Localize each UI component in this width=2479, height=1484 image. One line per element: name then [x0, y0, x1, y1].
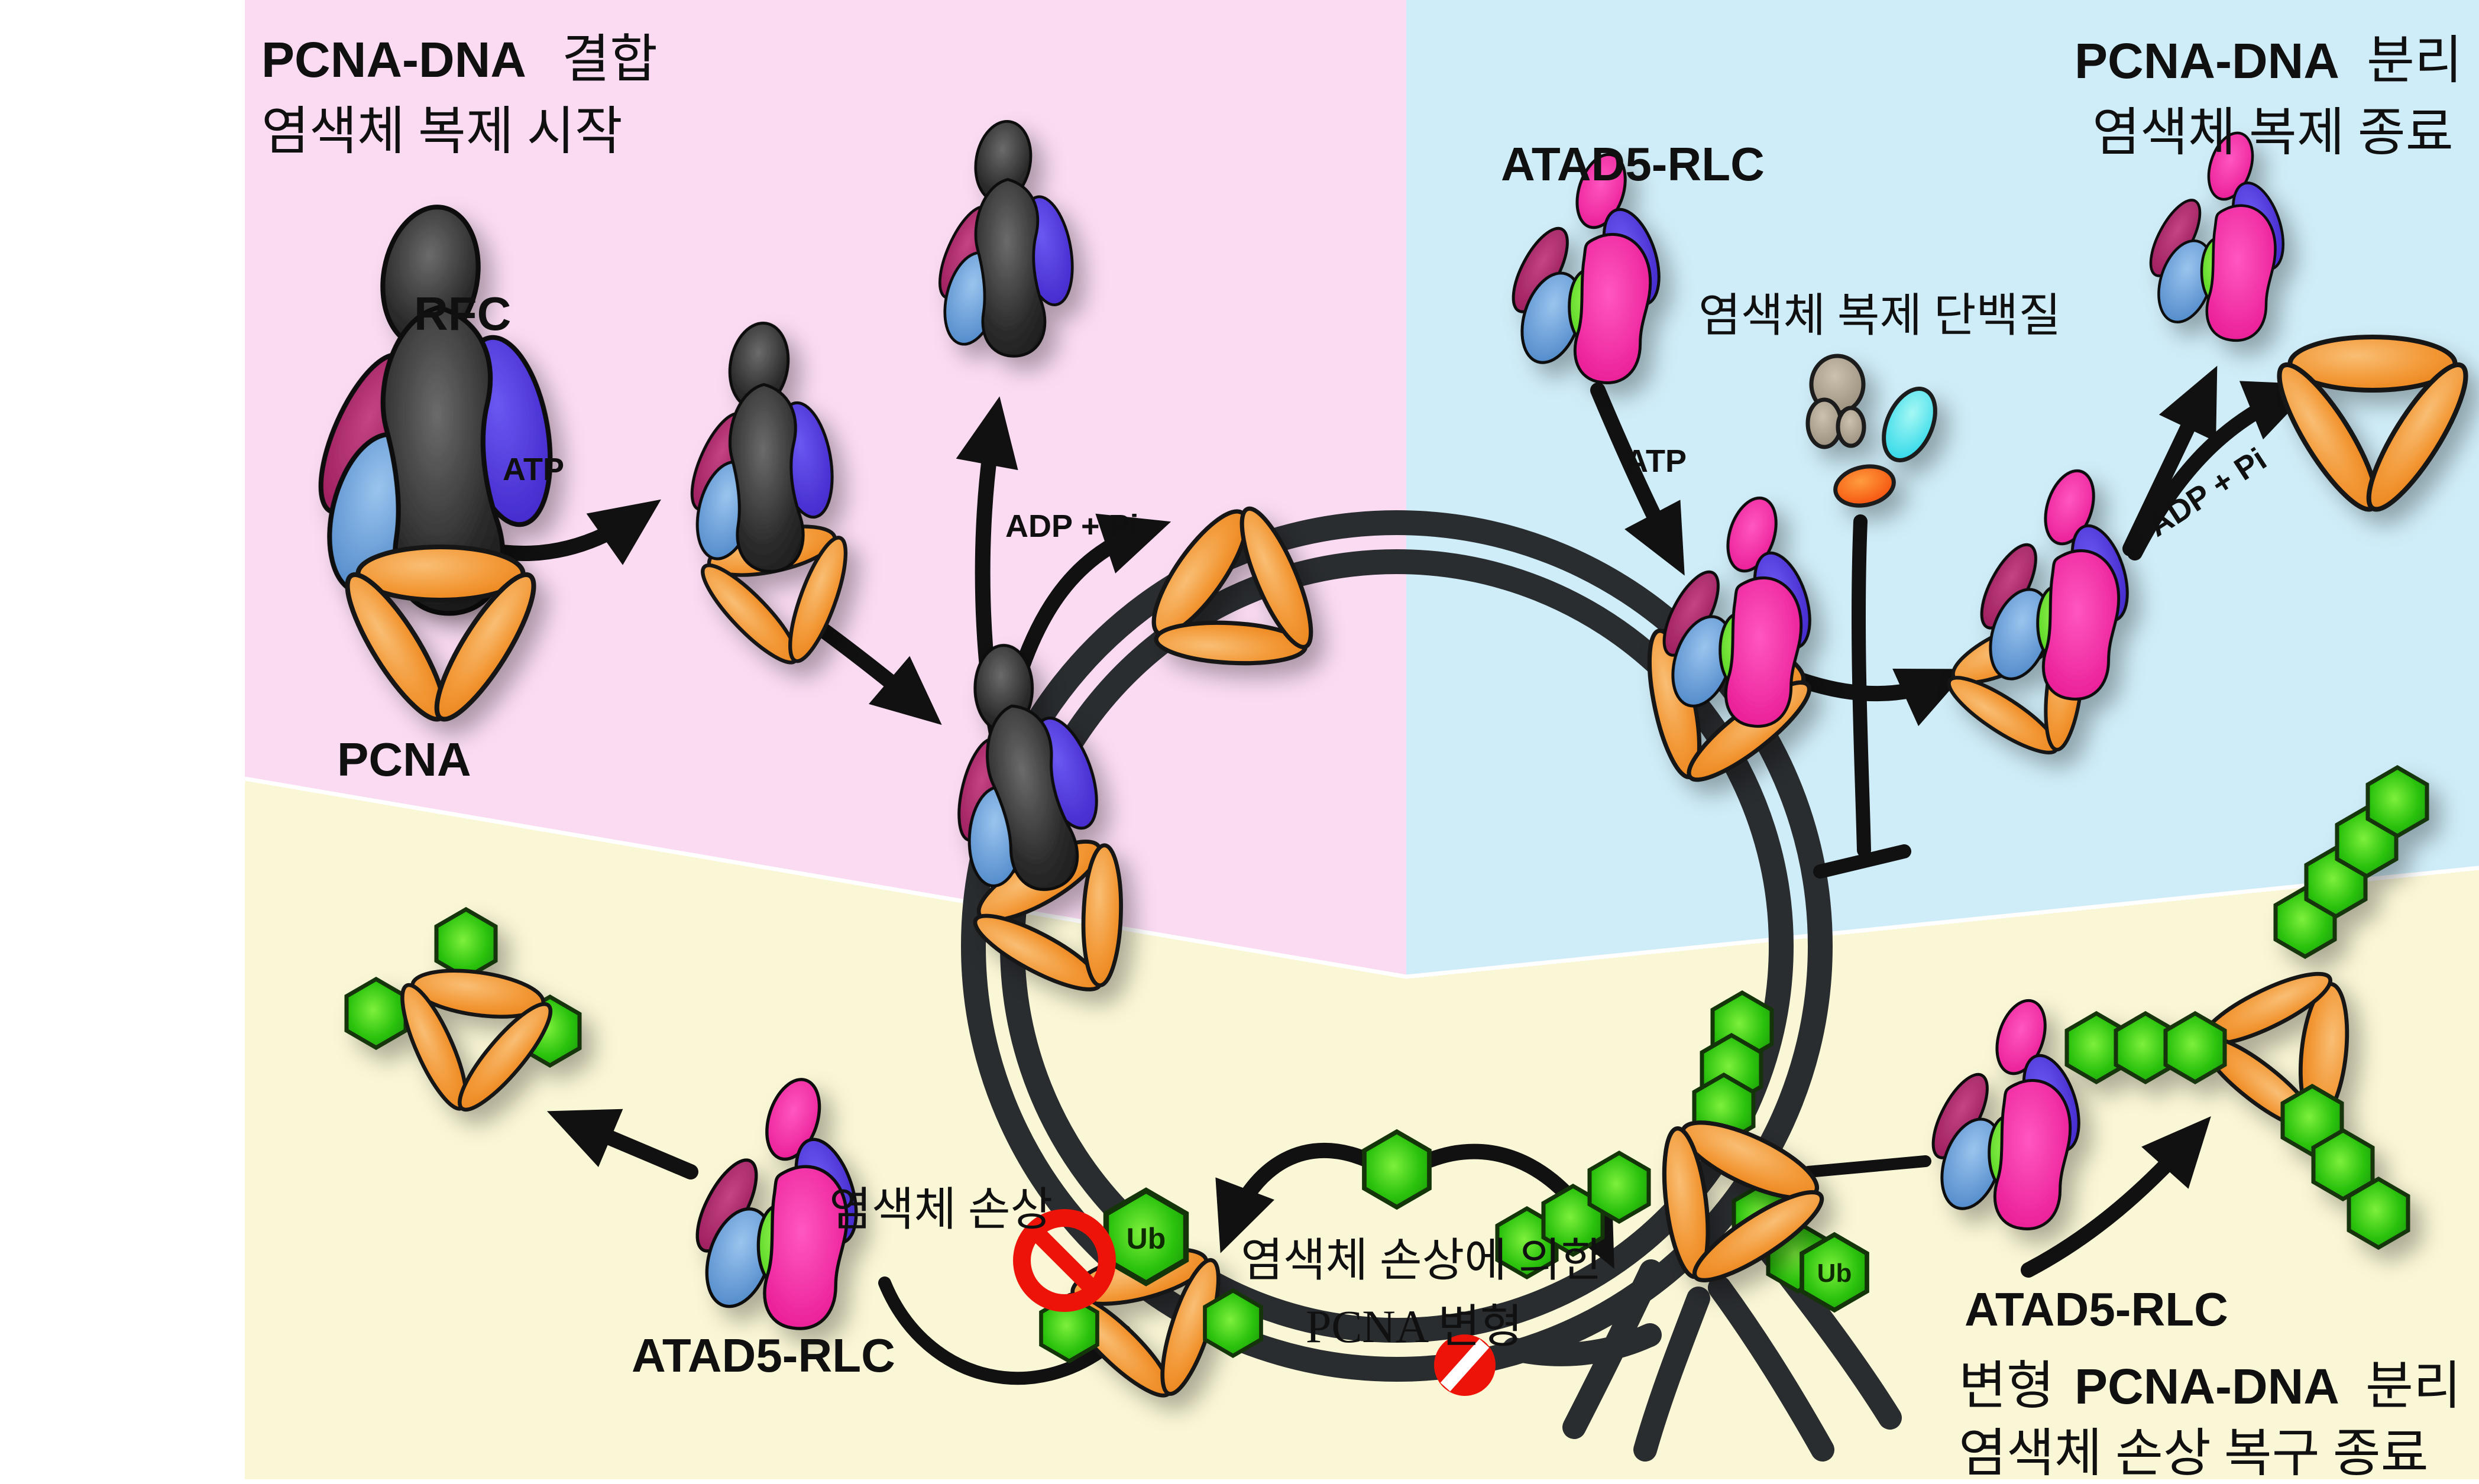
inhibition-line [1851, 514, 1871, 857]
subtitle-repair: 염색체 손상 복구 종료 [1959, 1425, 2429, 1483]
damage-modification-line1: 염색체 손상에 의한 [1241, 1234, 1603, 1286]
hexagon [436, 909, 496, 978]
damage-hexagon-center [1364, 1132, 1429, 1207]
arrow-damage-left [1215, 1142, 1375, 1253]
arrow-modified-pcna-released-left [546, 1109, 698, 1180]
replication-proteins-label: 염색체 복제 단백질 [1698, 290, 2061, 341]
ub-hexagon-left: Ub [1106, 1191, 1186, 1284]
inhibition-bar [1813, 844, 1911, 879]
ub-hexagon-right: Ub [1802, 1234, 1867, 1310]
cyan-protein [1882, 387, 1937, 462]
arrow-loading-onto-dna [801, 612, 942, 725]
hexagon [2349, 1179, 2408, 1248]
arrow-modified-pcna-released-right [2021, 1116, 2211, 1278]
chromosomal-dna-circle [961, 510, 1902, 1462]
adp-pi-label-left: ADP + Pi [1005, 508, 1139, 544]
title-repair-ko: 분리 [2365, 1358, 2461, 1415]
title-binding-ko: 결합 [562, 31, 658, 89]
region-seam [244, 776, 2479, 979]
rfc-label: RFC [414, 287, 511, 340]
title-binding-latin: PCNA-DNA [261, 32, 526, 88]
hexagon [2166, 1013, 2225, 1082]
hexagon [2368, 767, 2427, 836]
connector-modclamp-atad5 [1802, 1155, 1931, 1178]
arrow-unloading [1793, 668, 1969, 727]
arrow-atad5-recycle [2122, 365, 2218, 556]
hexagon [1590, 1153, 1649, 1221]
section-titles: PCNA-DNA 결합 염색체 복제 시작 PCNA-DNA 분리 염색체 복제… [261, 31, 2462, 1483]
atad5-label-top: ATAD5-RLC [1501, 138, 1765, 190]
title-unloading-ko: 분리 [2367, 33, 2462, 90]
replication-proteins-cluster [1805, 354, 1937, 508]
subtitle-binding: 염색체 복제 시작 [261, 103, 623, 161]
title-repair-prefix: 변형 [1959, 1358, 2054, 1415]
connector-ubpcna-atad5 [878, 1276, 1131, 1385]
damage-modification-line2: PCNA 변형 [1306, 1301, 1523, 1352]
pcna-label: PCNA [337, 733, 471, 786]
gray-protein-small-1 [1805, 397, 1843, 449]
atad5-label-bottom-right: ATAD5-RLC [1965, 1283, 2228, 1336]
title-repair-latin: PCNA-DNA [2075, 1359, 2339, 1414]
orange-protein [1833, 464, 1896, 508]
gray-protein-small-2 [1836, 406, 1866, 448]
dna-fork-stub-2 [1633, 1287, 1710, 1462]
title-unloading-latin: PCNA-DNA [2075, 33, 2339, 89]
dna-fork-branch-2 [1708, 1276, 1834, 1462]
hexagon [1205, 1291, 1261, 1356]
prohibition-sign-bottom [1434, 1334, 1496, 1396]
atp-label-right: ATP [1625, 443, 1687, 479]
dna-nick-end [1502, 1323, 1662, 1366]
atad5-label-bottom-left: ATAD5-RLC [632, 1329, 895, 1382]
ub-label-right: Ub [1817, 1259, 1852, 1288]
ub-label-left: Ub [1127, 1222, 1166, 1255]
arrow-pcna-released [2127, 381, 2316, 560]
subtitle-unloading: 염색체 복제 종료 [2092, 105, 2454, 162]
hexagon [347, 979, 406, 1048]
dna-outer-strand [961, 510, 1833, 1382]
prohibition-sign-left [1013, 1209, 1116, 1312]
arrow-atp-atad5 [1590, 383, 1685, 576]
atp-label-left: ATP [503, 452, 564, 487]
chromosome-damage-label: 염색체 손상 [829, 1184, 1053, 1235]
